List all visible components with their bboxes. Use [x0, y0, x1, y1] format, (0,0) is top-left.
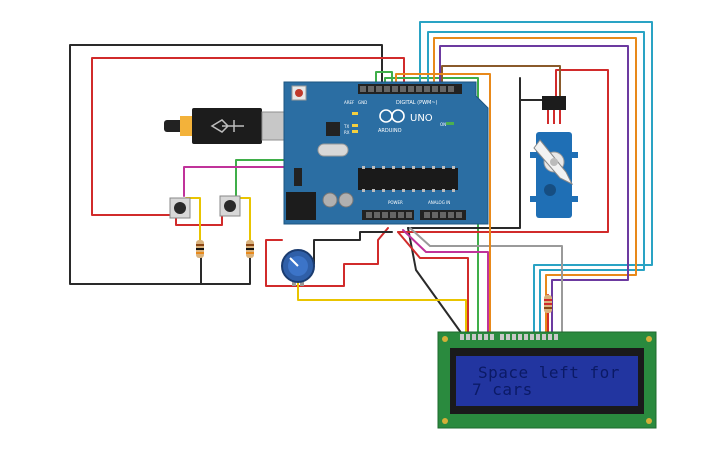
pushbutton-1	[169, 197, 191, 219]
power-header-label: POWER	[388, 200, 403, 205]
pushbutton-2	[219, 195, 241, 217]
lcd-screen	[456, 356, 638, 406]
resistor-1	[196, 240, 204, 258]
wire-orange2-lcd	[395, 73, 491, 335]
potentiometer	[281, 249, 315, 286]
servo-motor	[530, 96, 578, 218]
wire-cyan2-lcd	[427, 31, 645, 335]
gnd-label: GND	[358, 100, 367, 105]
wire-yellow-btn2	[235, 197, 251, 241]
power-jack	[286, 192, 316, 220]
resistor-2	[246, 240, 254, 258]
wire-magenta-lcd	[402, 229, 489, 335]
wire-yellow-btn1	[185, 197, 201, 241]
analog-header-label: ANALOG IN	[428, 200, 450, 205]
wire-black-servo	[407, 77, 549, 229]
wire-black-pot	[313, 231, 393, 265]
lcd-line-2: 7 cars	[472, 380, 533, 399]
pushbutton-icon	[224, 200, 236, 212]
atmega-chip	[358, 168, 458, 190]
rx-label: RX	[344, 130, 350, 135]
digital-header-label: DIGITAL (PWM~)	[396, 100, 438, 106]
wire-black-lcd	[407, 227, 463, 335]
lcd-line-1: Space left for	[478, 363, 620, 382]
wire-cyan-lcd	[419, 21, 653, 335]
on-label: ON	[440, 122, 446, 127]
pushbutton-icon	[174, 202, 186, 214]
model-label: UNO	[410, 113, 433, 124]
wires	[69, 21, 653, 335]
usb-connector-icon	[164, 108, 297, 144]
wire-red-lcd	[397, 231, 469, 335]
wire-gray-lcd	[409, 227, 563, 335]
aref-label: AREF	[344, 100, 355, 105]
tx-label: TX	[343, 124, 349, 129]
wire-red-servo	[397, 69, 609, 233]
wire-purple-lcd	[439, 45, 629, 335]
brand-label: ARDUINO	[378, 128, 402, 134]
wire-red-5v-loop	[91, 57, 405, 216]
arduino-uno-board: AREF GND DIGITAL (PWM~) TX RX ON ARDUINO…	[283, 81, 489, 225]
servo-connector	[542, 96, 566, 110]
wire-red-pot	[265, 227, 389, 287]
resistor-3	[544, 295, 552, 313]
wire-yellow-pot	[297, 281, 467, 335]
arduino-logo: ARDUINO UNO	[378, 109, 433, 134]
lcd-16x2: Space left for 7 cars	[437, 331, 657, 429]
wire-orange-lcd	[433, 37, 637, 335]
